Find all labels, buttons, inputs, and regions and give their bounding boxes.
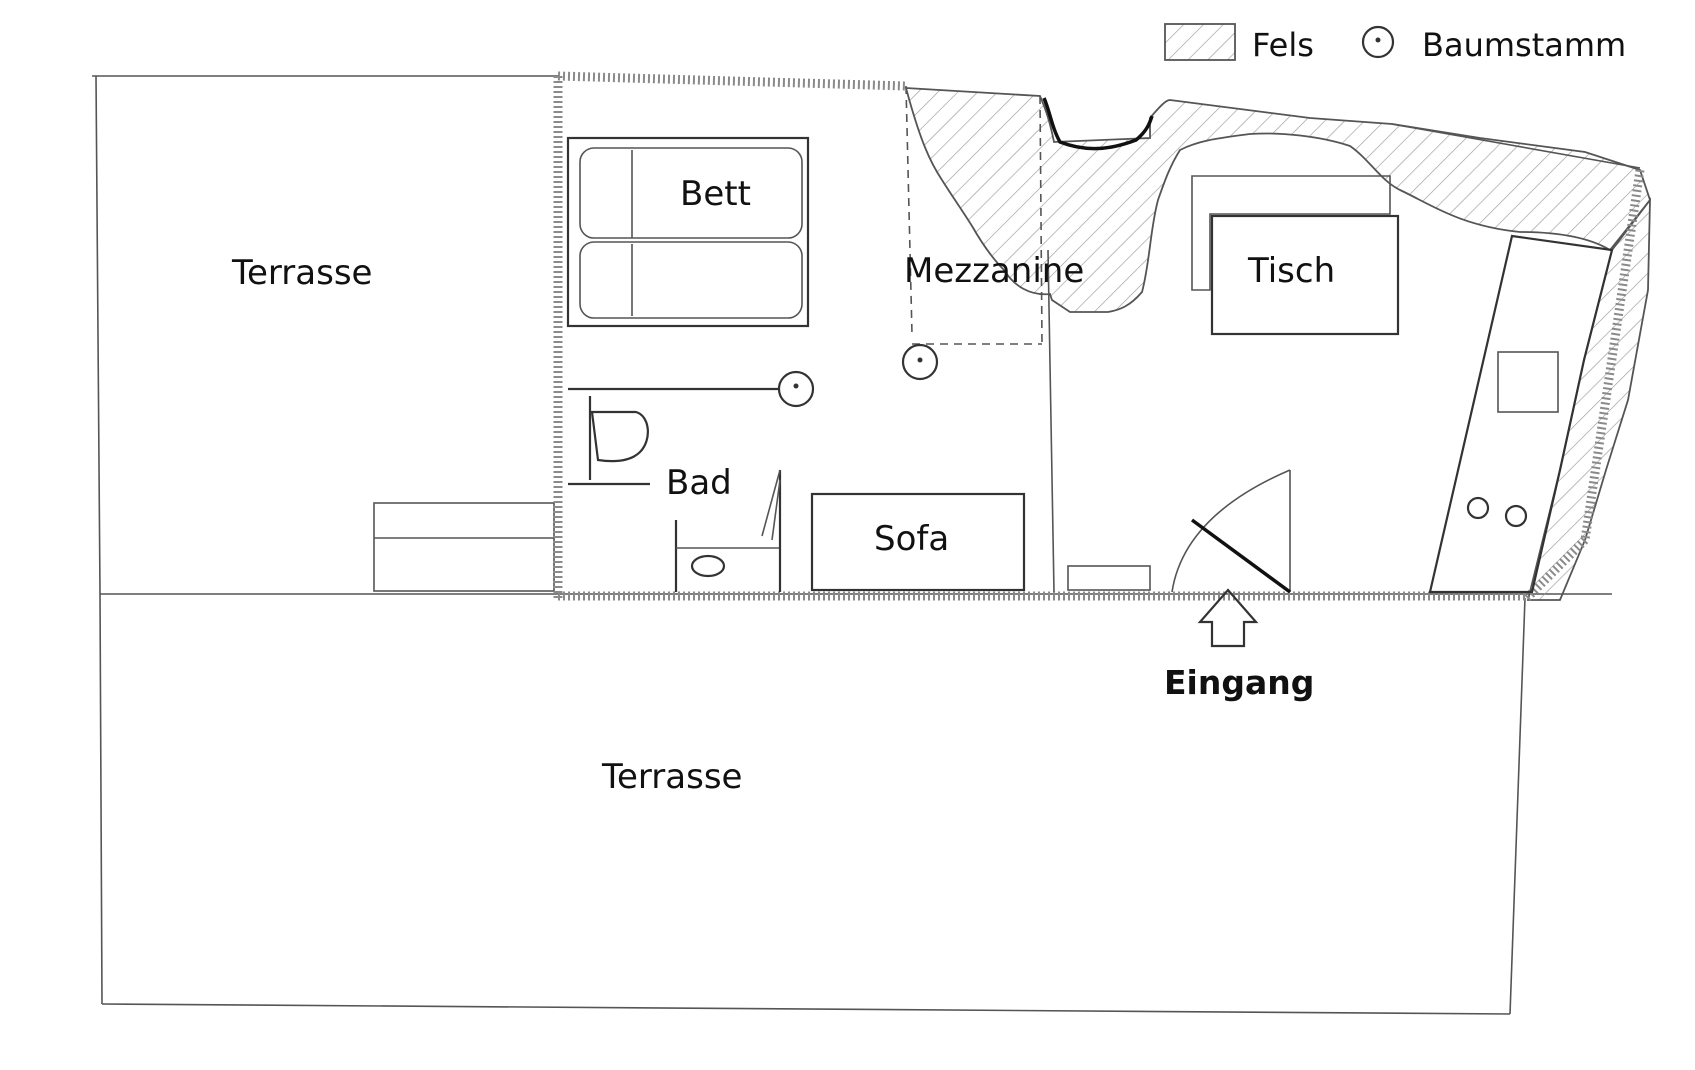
kitchen-counter: [1428, 234, 1614, 594]
terrace-bottom-label: Terrasse: [601, 757, 742, 797]
table: [1191, 175, 1400, 336]
bath-label: Bad: [666, 463, 732, 503]
bed-label: Bett: [680, 174, 751, 214]
tree-trunk: [901, 343, 939, 381]
terrace-bottom-outline: [99, 593, 1526, 1015]
tree-trunk-icon: [1361, 25, 1395, 59]
rock-legend-swatch: [1164, 23, 1236, 61]
entrance-label: Eingang: [1164, 663, 1314, 702]
arrow-up-icon: [1197, 588, 1259, 648]
rock-legend-label: Fels: [1252, 26, 1314, 64]
shoe-shelf: [1067, 565, 1151, 591]
entrance-door: [1171, 469, 1292, 594]
rock-area-right: [1526, 197, 1651, 601]
table-label: Tisch: [1247, 251, 1335, 291]
terrace-bench: [373, 502, 555, 592]
bed: [566, 136, 810, 328]
sofa: [810, 492, 1026, 592]
mezzanine-label: Mezzanine: [904, 251, 1084, 291]
terrace-left-label: Terrasse: [231, 253, 372, 293]
interior-lines: [568, 85, 1055, 593]
rock-ledge: [1042, 97, 1154, 151]
toilet: [588, 396, 649, 480]
legend: Fels Baumstamm: [1164, 23, 1626, 64]
trunk-legend-label: Baumstamm: [1422, 26, 1626, 64]
shower: [674, 469, 782, 592]
tree-trunk: [777, 370, 815, 408]
sofa-label: Sofa: [874, 519, 949, 559]
house-walls: [553, 71, 1645, 604]
